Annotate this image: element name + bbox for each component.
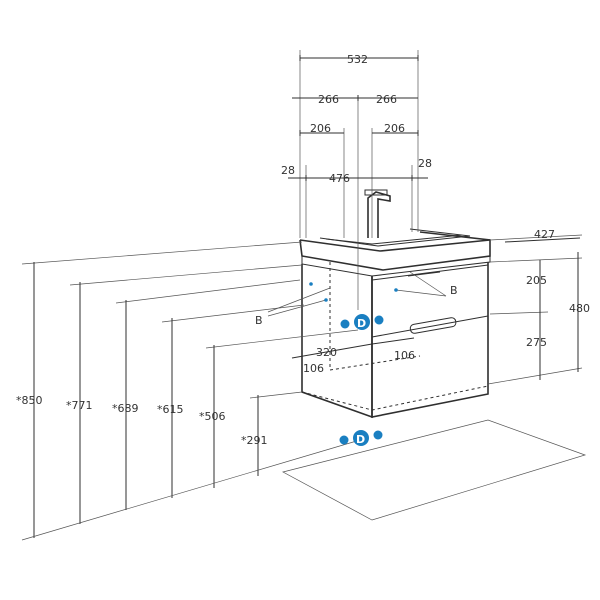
ext-480-top	[489, 257, 583, 263]
height-689: *689	[112, 402, 139, 415]
height-771: *771	[66, 399, 93, 412]
dim-476: 476	[329, 172, 350, 185]
dim-line-320	[291, 343, 373, 359]
dim-106-left: 106	[303, 362, 324, 375]
label-d-floor: D	[356, 433, 365, 446]
dim-28-left: 28	[281, 164, 295, 177]
ext-depth	[489, 234, 583, 241]
leader-b-left-2	[267, 299, 327, 317]
ext-689	[115, 279, 301, 304]
leader-b-right-2	[409, 271, 447, 297]
drawer-top-edge	[371, 264, 489, 281]
ext-850	[21, 241, 303, 265]
label-b-left: B	[255, 314, 263, 327]
dim-275: 275	[526, 336, 547, 349]
ext-drawer-mid	[489, 311, 549, 315]
height-dimensions: *850 *771 *689 *615 *506 *291	[16, 241, 361, 541]
b-point-left-1	[309, 282, 313, 286]
height-506: *506	[199, 410, 226, 423]
dim-427: 427	[534, 228, 555, 241]
dim-line-106-right	[371, 337, 415, 345]
dim-206-left: 206	[310, 122, 331, 135]
bottom-drawer-handle	[409, 317, 457, 334]
height-291: *291	[241, 434, 268, 447]
dim-ticks-top	[299, 55, 419, 181]
drawer-divider	[371, 315, 489, 338]
b-labels: B B	[255, 271, 458, 327]
ext-615	[161, 304, 305, 323]
floor-baseline	[21, 439, 361, 541]
right-dimensions: 427 205 275 480	[487, 228, 590, 385]
connection-marker-icon	[340, 319, 350, 329]
height-615: *615	[157, 403, 184, 416]
connection-marker-icon	[373, 430, 383, 440]
d-markers-floor: D	[339, 430, 383, 446]
d-markers-cabinet: D	[340, 314, 384, 330]
dim-266-left: 266	[318, 93, 339, 106]
leader-b-left-1	[267, 287, 331, 313]
countertop-outline	[299, 231, 491, 271]
cabinet-hidden-bottom	[301, 385, 489, 411]
cabinet	[299, 189, 491, 419]
cabinet-side	[301, 264, 373, 419]
faucet-lever	[364, 189, 388, 196]
ext-506	[205, 329, 359, 349]
floor-footprint	[282, 419, 587, 521]
drain-marker-icon	[354, 314, 370, 330]
top-dimensions: 532 266 266 206 206 28 476 28	[281, 50, 432, 310]
connection-marker-icon	[374, 315, 384, 325]
dim-532: 532	[347, 53, 368, 66]
floor-outline	[282, 419, 587, 521]
dim-205: 205	[526, 274, 547, 287]
faucet	[367, 191, 391, 238]
label-d-main: D	[357, 317, 366, 330]
b-point-left-2	[324, 298, 328, 302]
countertop-edge	[299, 239, 491, 252]
connection-marker-icon	[339, 435, 349, 445]
dim-480: 480	[569, 302, 590, 315]
top-drawer-handle	[407, 271, 441, 277]
b-point-right	[394, 288, 398, 292]
cabinet-hidden-back	[329, 262, 421, 371]
basin-bowl-inner	[325, 234, 463, 245]
dim-106-right: 106	[394, 349, 415, 362]
drain-marker-icon	[353, 430, 369, 446]
dim-320: 320	[316, 346, 337, 359]
dim-206-right: 206	[384, 122, 405, 135]
label-b-right: B	[450, 284, 458, 297]
ext-771	[69, 264, 303, 286]
dim-28-right: 28	[418, 157, 432, 170]
dim-266-right: 266	[376, 93, 397, 106]
ext-480-bottom	[487, 367, 583, 385]
bracket-dimensions: 320 106 106	[291, 337, 415, 375]
cabinet-front	[371, 262, 489, 418]
leader-b-right-1	[395, 289, 447, 297]
height-850: *850	[16, 394, 43, 407]
dim-line-427	[504, 237, 581, 243]
ext-291	[249, 391, 303, 399]
